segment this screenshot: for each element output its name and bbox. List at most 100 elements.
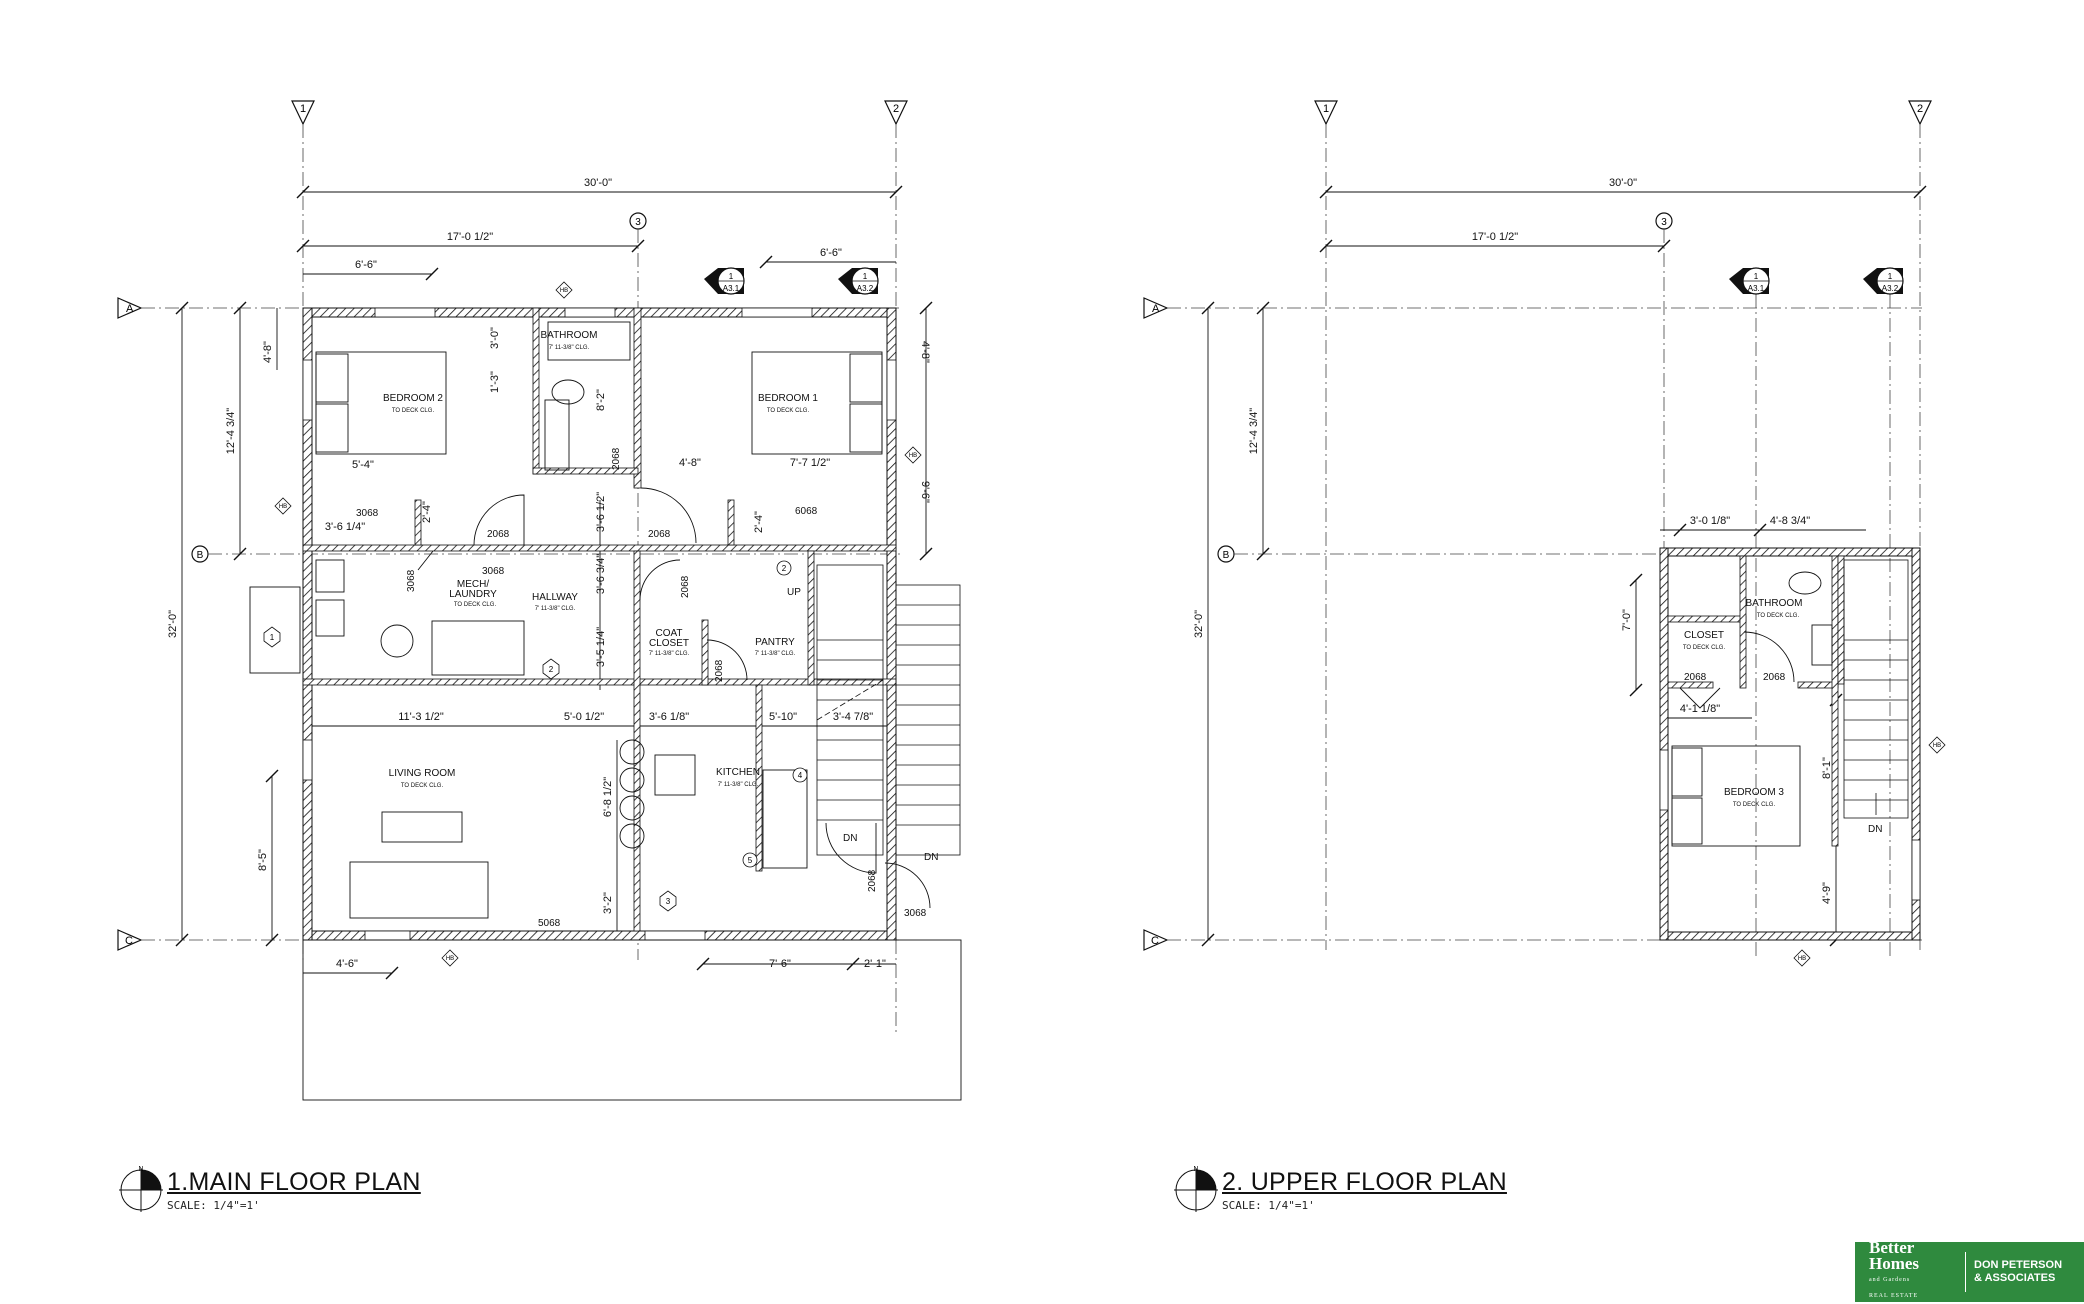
svg-text:5068: 5068 (538, 918, 561, 929)
svg-text:1: 1 (729, 272, 734, 281)
svg-text:2068: 2068 (1763, 672, 1786, 683)
grid-lines (141, 124, 900, 1035)
svg-text:2068: 2068 (714, 659, 725, 682)
svg-text:3'-6 3/4": 3'-6 3/4" (595, 554, 607, 594)
svg-text:A3.1: A3.1 (723, 284, 740, 293)
grid-marker-3: 2 (884, 100, 908, 126)
dimension-labels: 30'-0" 17'-0 1/2" 6'-6" 6'-6" 32'-0" 12'… (167, 177, 931, 970)
upper-interior-walls (1667, 555, 1845, 847)
upper-grid-marker-b: B (1217, 545, 1235, 563)
svg-text:2068: 2068 (680, 575, 691, 598)
svg-text:4'-9": 4'-9" (1821, 882, 1833, 904)
svg-text:12'-4 3/4": 12'-4 3/4" (1248, 408, 1260, 454)
main-floor-plan: 1 2 3 A B C (117, 100, 962, 1101)
exterior-stair (895, 584, 961, 856)
svg-text:A3.2: A3.2 (857, 284, 874, 293)
svg-text:30'-0": 30'-0" (584, 177, 612, 189)
svg-text:3068: 3068 (904, 908, 927, 919)
upper-stair (1843, 559, 1909, 819)
room-upper-closet: CLOSET (1684, 630, 1724, 641)
svg-text:32'-0": 32'-0" (167, 610, 179, 638)
svg-text:3068: 3068 (356, 508, 379, 519)
svg-text:3068: 3068 (406, 569, 417, 592)
upper-section-marker-a32: 1 A3.2 (1863, 267, 1904, 295)
main-stair (816, 564, 884, 856)
room-mech-laundry: MECH/ (457, 579, 489, 590)
svg-text:A3.2: A3.2 (1882, 284, 1899, 293)
svg-text:17'-0 1/2": 17'-0 1/2" (1472, 231, 1518, 243)
grid-marker-1: 1 (291, 100, 315, 126)
svg-text:TO DECK CLG.: TO DECK CLG. (1683, 645, 1726, 651)
upper-north-arrow-icon: N (1174, 1166, 1218, 1212)
svg-text:A3.1: A3.1 (1748, 284, 1765, 293)
svg-text:1: 1 (1754, 272, 1759, 281)
svg-text:5'-10": 5'-10" (769, 711, 797, 723)
upper-doors (1679, 631, 1795, 709)
svg-text:1: 1 (1888, 272, 1893, 281)
upper-grid-lines (1167, 124, 1922, 960)
svg-text:3'-2": 3'-2" (602, 892, 614, 914)
svg-text:A: A (126, 303, 134, 315)
room-living-room: LIVING ROOM (389, 768, 456, 779)
svg-text:5: 5 (748, 856, 753, 865)
svg-text:B: B (197, 550, 204, 561)
room-kitchen: KITCHEN (716, 767, 760, 778)
svg-text:1'-3": 1'-3" (489, 371, 501, 393)
svg-text:11'-3 1/2": 11'-3 1/2" (398, 711, 444, 723)
svg-text:7' 11-3/8" CLG.: 7' 11-3/8" CLG. (718, 782, 759, 788)
svg-text:7'-6": 7'-6" (769, 958, 791, 970)
dimension-lines (181, 191, 927, 974)
svg-text:8'-2": 8'-2" (595, 389, 607, 411)
section-marker-a31: 1 A3.1 (704, 267, 745, 295)
door-tags: 3068 3068 2068 2068 6068 3068 2068 2068 … (356, 447, 927, 929)
svg-text:6'-6": 6'-6" (355, 259, 377, 271)
grid-marker-c: C (117, 929, 143, 951)
svg-text:3'-0": 3'-0" (489, 327, 501, 349)
main-plan-scale: SCALE: 1/4"=1' (167, 1199, 260, 1212)
svg-text:30'-0": 30'-0" (1609, 177, 1637, 189)
svg-text:3'-5 1/4": 3'-5 1/4" (595, 627, 607, 667)
svg-text:4'-6": 4'-6" (336, 958, 358, 970)
upper-grid-marker-1: 1 (1314, 100, 1338, 126)
upper-dimension-lines (1207, 191, 1920, 940)
svg-text:4'-8": 4'-8" (679, 457, 701, 469)
furniture (249, 321, 883, 919)
svg-text:3'-6 1/2": 3'-6 1/2" (595, 492, 607, 532)
grid-marker-b: B (191, 545, 209, 563)
svg-text:2: 2 (549, 665, 554, 674)
svg-text:6068: 6068 (795, 506, 818, 517)
upper-door-tags: 2068 2068 (1684, 672, 1786, 683)
stair-up-label: UP (787, 587, 801, 598)
logo-divider (1965, 1252, 1966, 1292)
svg-text:B: B (1223, 550, 1230, 561)
upper-floor-plan: 1 2 3 A B C (1143, 100, 1946, 967)
svg-text:7' 11-3/8" CLG.: 7' 11-3/8" CLG. (649, 651, 690, 657)
room-bedroom-2: BEDROOM 2 (383, 393, 443, 404)
deck-outline (302, 939, 962, 1101)
svg-text:3'-0 1/8": 3'-0 1/8" (1690, 515, 1730, 527)
svg-text:2068: 2068 (487, 529, 510, 540)
svg-text:TO DECK CLG.: TO DECK CLG. (401, 783, 444, 789)
svg-text:4: 4 (798, 771, 803, 780)
svg-text:8'-5": 8'-5" (257, 849, 269, 871)
windows (302, 307, 897, 941)
svg-text:1: 1 (863, 272, 868, 281)
svg-text:TO DECK CLG.: TO DECK CLG. (392, 408, 435, 414)
svg-text:7' 11-3/8" CLG.: 7' 11-3/8" CLG. (755, 651, 796, 657)
agency-name: DON PETERSON & ASSOCIATES (1974, 1259, 2063, 1284)
main-plan-title: 1.MAIN FLOOR PLAN (167, 1168, 421, 1196)
room-upper-bathroom: BATHROOM (1745, 598, 1802, 609)
room-bedroom-3: BEDROOM 3 (1724, 787, 1784, 798)
svg-text:9'-6": 9'-6" (919, 481, 931, 503)
svg-text:3: 3 (666, 897, 671, 906)
grid-marker-a: A (117, 297, 143, 319)
hose-bibs: HB HB HB HB (274, 281, 922, 967)
svg-text:32'-0": 32'-0" (1193, 610, 1205, 638)
svg-text:TO DECK CLG.: TO DECK CLG. (1733, 802, 1776, 808)
svg-text:N: N (1193, 1166, 1198, 1173)
svg-text:4'-1 1/8": 4'-1 1/8" (1680, 703, 1720, 715)
svg-text:3'-4 7/8": 3'-4 7/8" (833, 711, 873, 723)
upper-stair-down-label: DN (1868, 824, 1882, 835)
svg-text:2068: 2068 (1684, 672, 1707, 683)
